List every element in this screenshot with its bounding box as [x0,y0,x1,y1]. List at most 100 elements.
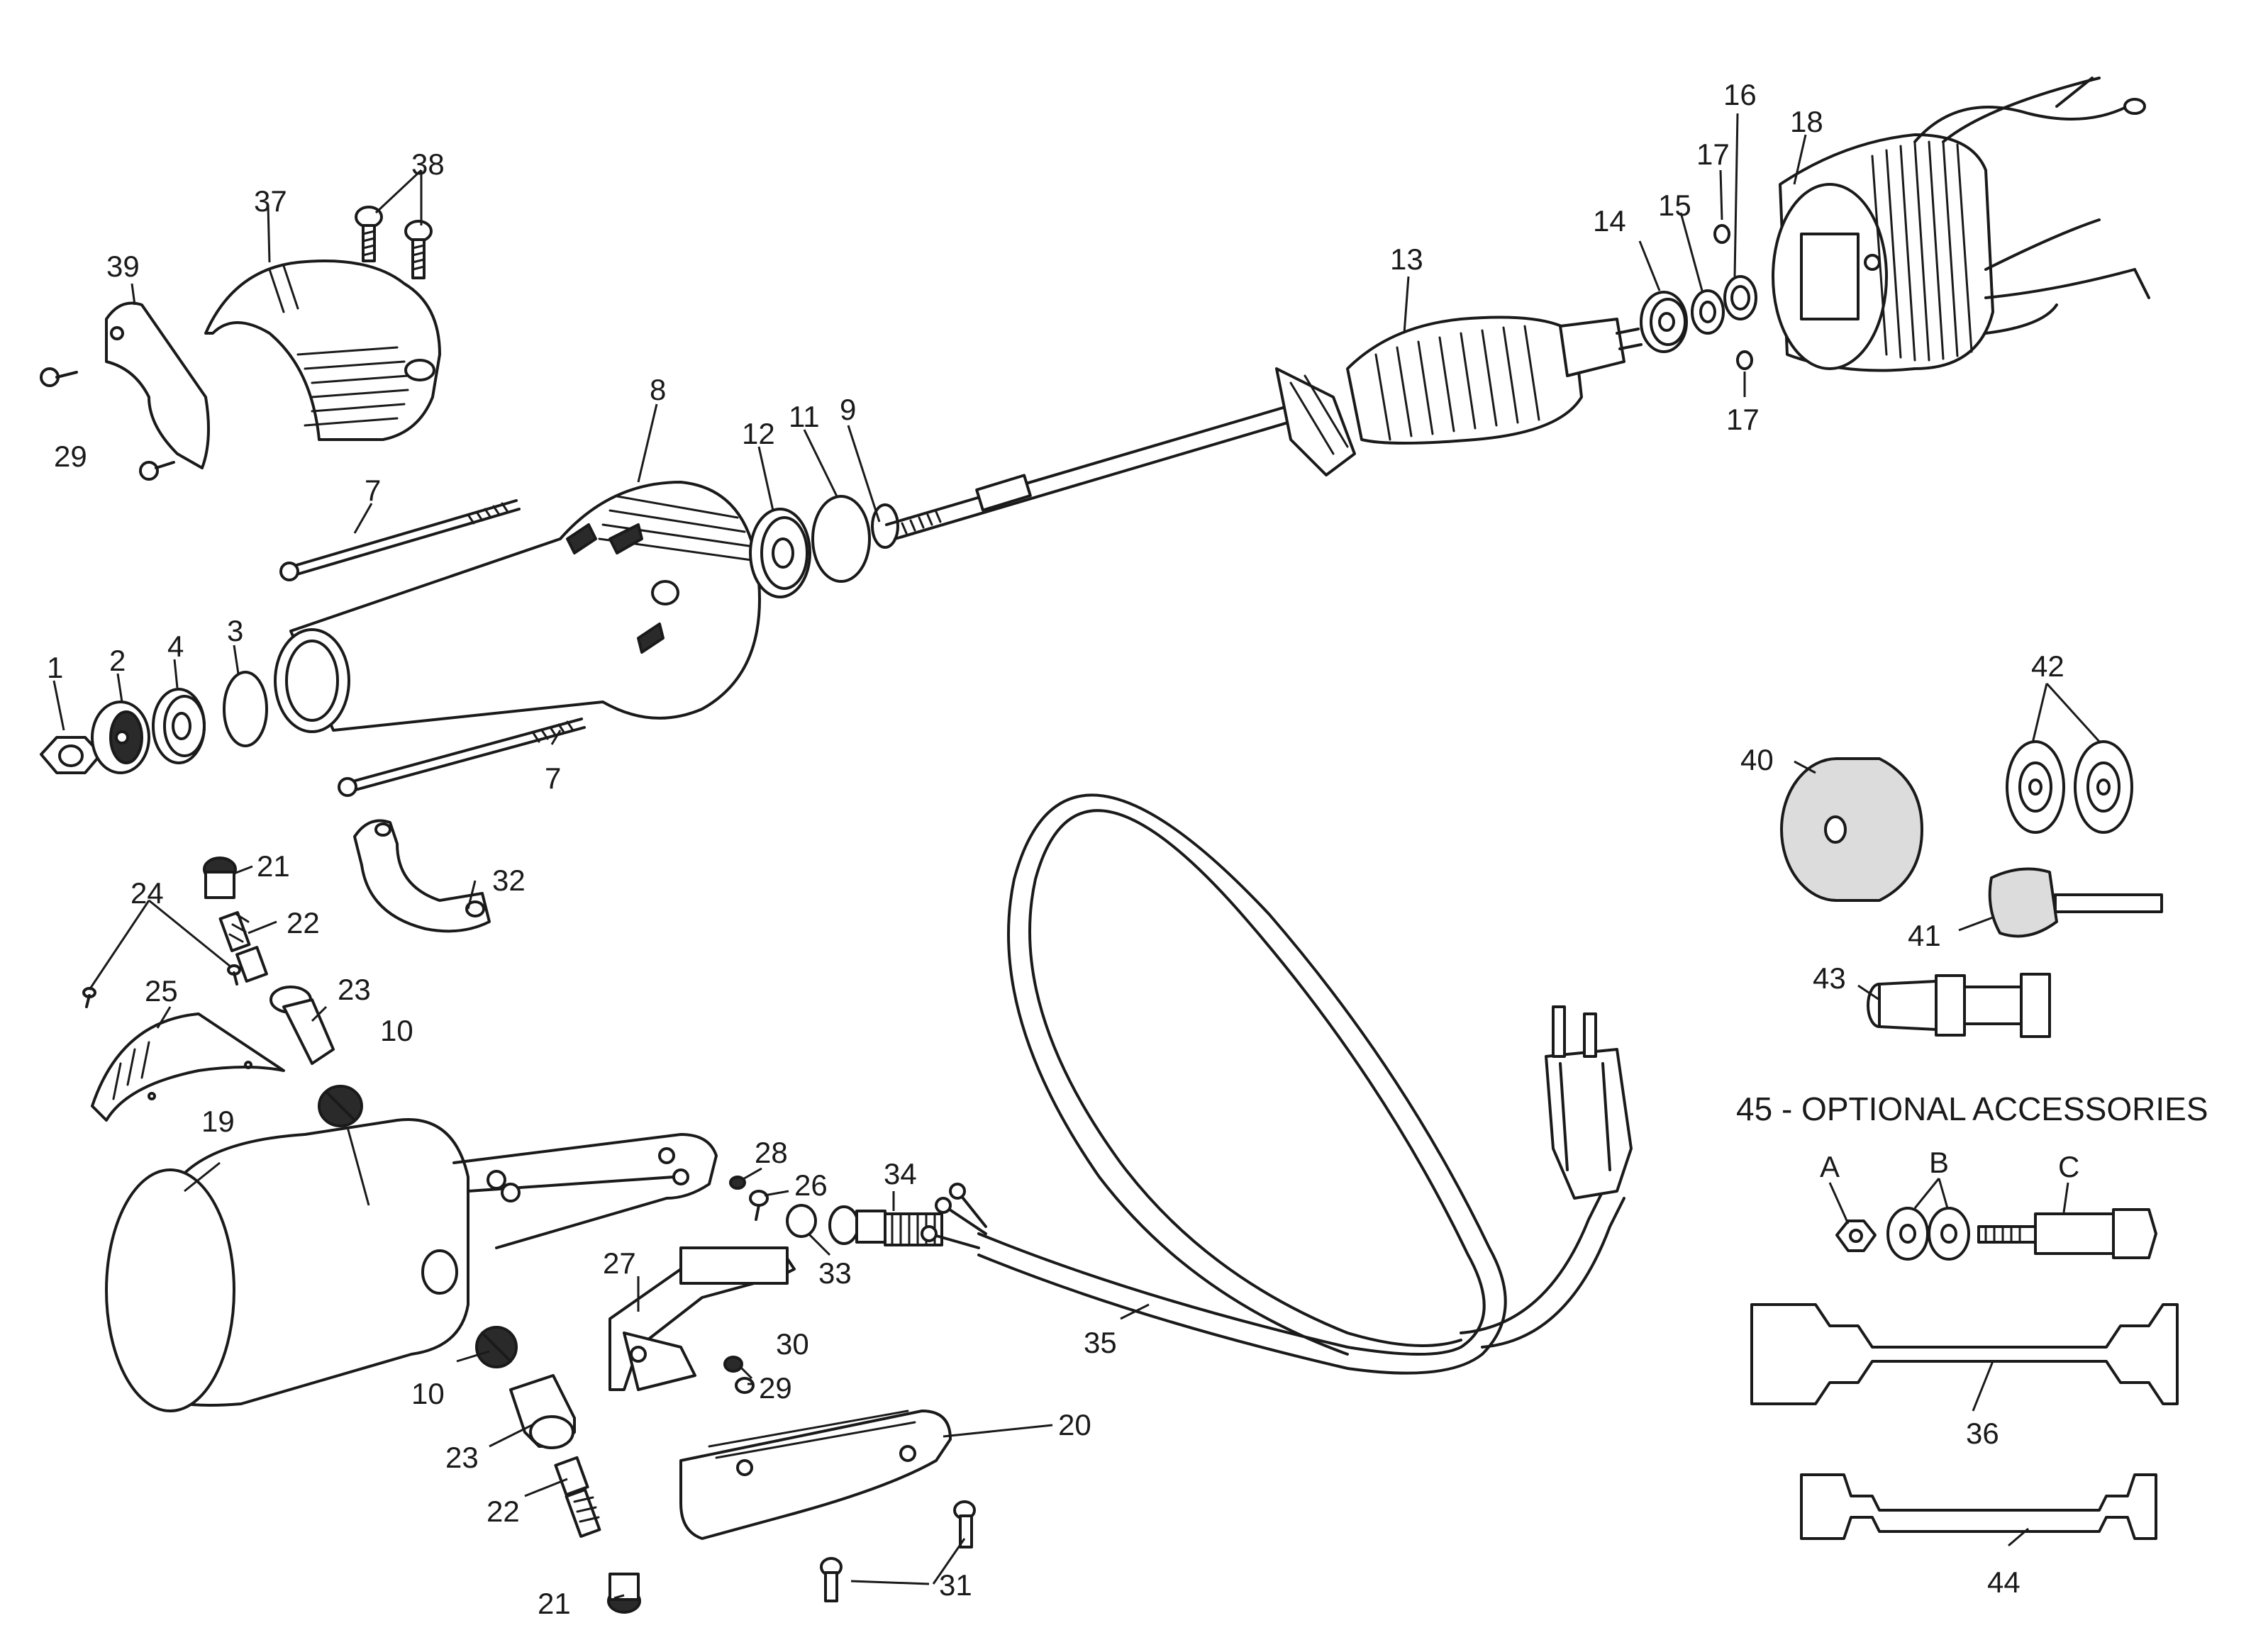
brush-holder-23-lower [509,1374,576,1449]
label-3: 3 [227,614,243,647]
label-2: 2 [109,644,126,677]
flange-42b [2074,740,2133,834]
label-30: 30 [776,1327,809,1361]
label-41: 41 [1908,919,1941,952]
washer-2 [91,701,150,774]
screw-28 [729,1176,746,1190]
rod-7-lower [338,718,586,797]
label-7-upper: 7 [365,474,381,507]
label-22-upper: 22 [287,906,320,939]
optional-leader-lines [1828,1178,2069,1224]
gear-case-8 [274,481,761,733]
brush-22-top [218,911,268,983]
rod-7-upper [279,499,521,581]
part-17-upper [1713,224,1730,244]
label-28: 28 [755,1136,788,1169]
label-24: 24 [130,876,164,910]
clamp-32 [353,819,491,933]
screw-30 [723,1356,743,1373]
label-21-lower: 21 [538,1587,571,1620]
screw-31a [820,1557,843,1602]
ring-10-top [318,1085,363,1127]
label-18: 18 [1790,105,1823,138]
spring-washer-9 [871,503,899,549]
bearing-4 [152,688,206,764]
label-10-lower: 10 [411,1377,445,1410]
ring-10-lower [475,1326,518,1368]
label-32: 32 [492,864,526,897]
bearing-12 [749,508,811,598]
optional-arbor-c [1977,1208,2157,1259]
ring-11 [811,495,871,583]
label-7-lower: 7 [545,761,561,795]
grinding-wheel-40 [1780,757,1923,902]
screw-38b [404,220,433,279]
brush-holder-23-top [269,986,335,1065]
handle-20 [679,1410,952,1540]
label-35: 35 [1084,1326,1117,1359]
label-23-upper: 23 [338,973,371,1006]
callout-labels: 1 2 4 3 7 7 8 9 10 10 11 12 13 14 15 16 … [47,78,2208,1620]
label-33: 33 [818,1256,852,1290]
field-coil-18 [1772,77,2150,372]
label-27: 27 [603,1246,636,1280]
wrench-36 [1750,1303,2179,1405]
label-20: 20 [1058,1408,1091,1441]
part-17-lower [1736,350,1753,370]
label-21-upper: 21 [257,849,290,883]
label-29-lower: 29 [759,1371,792,1405]
label-17-lower: 17 [1726,403,1760,436]
label-13: 13 [1390,242,1423,276]
screw-29-top [40,367,175,481]
label-8: 8 [650,373,666,406]
label-44: 44 [1987,1566,2021,1599]
brush-22-lower [554,1456,601,1538]
motor-housing-19 [105,1118,718,1412]
label-4: 4 [167,630,184,663]
label-26: 26 [794,1168,828,1202]
label-14: 14 [1593,204,1626,238]
shield-25 [91,1012,285,1122]
label-36: 36 [1966,1417,1999,1450]
label-25: 25 [145,974,178,1008]
label-15: 15 [1658,189,1691,222]
washer-15 [1691,289,1725,335]
optional-label-c: C [2058,1150,2079,1183]
leader-lines [52,113,2102,1600]
wrench-44 [1800,1473,2157,1540]
label-12: 12 [742,417,775,450]
mounted-point-41 [1988,867,2163,938]
label-22-lower: 22 [487,1495,520,1528]
brush-cap-21-lower [607,1573,641,1614]
armature-13 [885,316,1643,540]
label-38: 38 [411,147,445,181]
adapter-43 [1867,973,2051,1038]
label-34: 34 [884,1157,917,1190]
label-43: 43 [1813,961,1846,995]
optional-accessories-heading: 45 - OPTIONAL ACCESSORIES [1736,1090,2208,1127]
washer-33 [786,1204,817,1238]
label-1: 1 [47,651,63,684]
guard-housing-37 [204,259,441,441]
label-17-upper: 17 [1696,138,1730,171]
label-11: 11 [789,400,820,433]
label-9: 9 [840,393,856,426]
label-23-lower: 23 [445,1441,479,1474]
screw-29-lower [735,1377,755,1394]
label-19: 19 [201,1105,235,1138]
flange-42a [2006,740,2065,834]
label-40: 40 [1740,743,1774,776]
label-16: 16 [1723,78,1757,111]
label-29-top: 29 [54,440,87,473]
label-31: 31 [939,1568,972,1602]
optional-label-a: A [1820,1150,1840,1183]
switch-27 [608,1246,796,1391]
optional-nut-a [1835,1220,1877,1252]
label-10-upper: 10 [380,1014,413,1047]
clip-16 [1723,275,1757,320]
label-39: 39 [106,250,140,283]
label-42: 42 [2031,649,2064,683]
optional-label-b: B [1929,1146,1949,1179]
screw-26 [749,1190,769,1221]
